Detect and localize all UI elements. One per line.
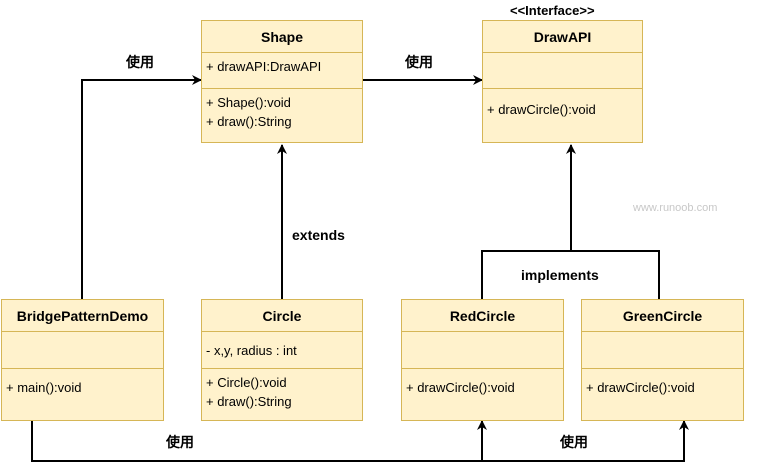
method: + Shape():void — [206, 95, 291, 110]
method: + draw():String — [206, 394, 292, 409]
uses-label-bottom-right: 使用 — [560, 434, 588, 450]
methods-section: + drawCircle():void — [582, 369, 743, 397]
class-bridgepatterndemo: BridgePatternDemo + main():void — [1, 299, 164, 421]
class-drawapi: DrawAPI + drawCircle():void — [482, 20, 643, 143]
fields-section: - x,y, radius : int — [202, 332, 362, 369]
uses-arrow-bridge-green — [482, 420, 689, 462]
field: + drawAPI:DrawAPI — [206, 59, 322, 74]
fields-section — [402, 332, 563, 369]
method: + draw():String — [206, 114, 292, 129]
class-name: Shape — [202, 21, 362, 53]
method: + drawCircle():void — [406, 380, 515, 395]
class-name: DrawAPI — [483, 21, 642, 53]
watermark: www.runoob.com — [633, 202, 718, 214]
methods-section: + main():void — [2, 369, 163, 397]
fields-section — [582, 332, 743, 369]
fields-section: + drawAPI:DrawAPI — [202, 53, 362, 89]
method: + drawCircle():void — [586, 380, 695, 395]
class-name: RedCircle — [402, 300, 563, 332]
uses-label-bottom-left: 使用 — [166, 434, 194, 450]
method: + main():void — [6, 380, 82, 395]
methods-section: + drawCircle():void — [402, 369, 563, 397]
class-redcircle: RedCircle + drawCircle():void — [401, 299, 564, 421]
fields-section — [2, 332, 163, 369]
implements-line-red — [481, 250, 571, 299]
implements-label: implements — [521, 267, 599, 283]
uses-label-left: 使用 — [126, 54, 154, 70]
method: + Circle():void — [206, 375, 287, 390]
methods-section: + drawCircle():void — [483, 89, 642, 119]
method: + drawCircle():void — [487, 102, 596, 117]
class-circle: Circle - x,y, radius : int + Circle():vo… — [201, 299, 363, 421]
stereotype-label: <<Interface>> — [510, 3, 595, 18]
class-shape: Shape + drawAPI:DrawAPI + Shape():void +… — [201, 20, 363, 143]
uses-label-top: 使用 — [405, 54, 433, 70]
field: - x,y, radius : int — [206, 343, 297, 358]
methods-section: + Shape():void + draw():String — [202, 89, 362, 131]
class-name: GreenCircle — [582, 300, 743, 332]
fields-section — [483, 53, 642, 89]
uses-arrow-bridge-red — [31, 420, 487, 462]
class-greencircle: GreenCircle + drawCircle():void — [581, 299, 744, 421]
implements-line-green — [571, 250, 660, 299]
uses-arrow-bridge-shape — [81, 75, 202, 299]
class-name: BridgePatternDemo — [2, 300, 163, 332]
class-name: Circle — [202, 300, 362, 332]
methods-section: + Circle():void + draw():String — [202, 369, 362, 411]
extends-label: extends — [292, 227, 345, 243]
